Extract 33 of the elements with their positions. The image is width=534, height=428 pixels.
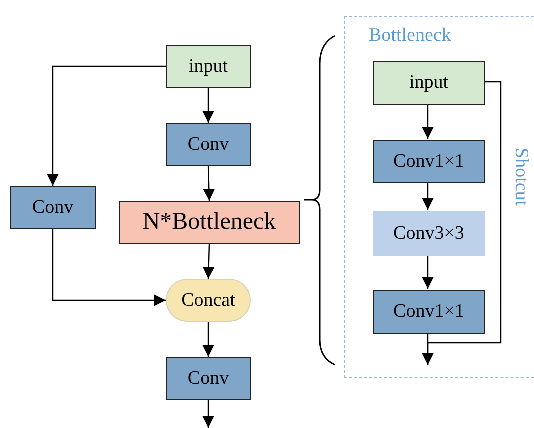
node-label: Conv1×1: [394, 150, 464, 172]
node-label: N*Bottleneck: [142, 209, 276, 236]
group-title: Bottleneck: [369, 25, 452, 47]
process-box: [373, 211, 485, 256]
node-label: Conv3×3: [394, 222, 464, 244]
process-box: [373, 140, 485, 183]
arrow: [422, 104, 434, 139]
arrow: [52, 229, 166, 306]
node-label: Concat: [182, 290, 236, 312]
input-box: [166, 45, 251, 88]
node-label: input: [409, 72, 449, 94]
arrow: [202, 244, 215, 280]
arrow: [202, 400, 214, 428]
input-box: [373, 61, 485, 105]
arrow: [422, 255, 434, 289]
node-label: Conv: [188, 368, 230, 390]
arrow: [202, 322, 214, 357]
process-box: [10, 186, 96, 229]
arrow: [203, 166, 216, 202]
dashed-group-box: [344, 16, 534, 378]
arrow: [47, 66, 166, 186]
node-label: input: [188, 56, 228, 78]
node-label: Conv: [32, 196, 74, 218]
node-label: Conv1×1: [394, 301, 464, 323]
process-box: [373, 290, 485, 334]
arrow: [422, 81, 502, 365]
node-label: Conv: [188, 134, 230, 156]
process-box: [166, 123, 251, 166]
process-box: [166, 357, 251, 400]
arrow: [422, 182, 434, 210]
concat-pill: [166, 279, 251, 322]
arrow: [202, 88, 214, 123]
module-box: [119, 201, 300, 244]
